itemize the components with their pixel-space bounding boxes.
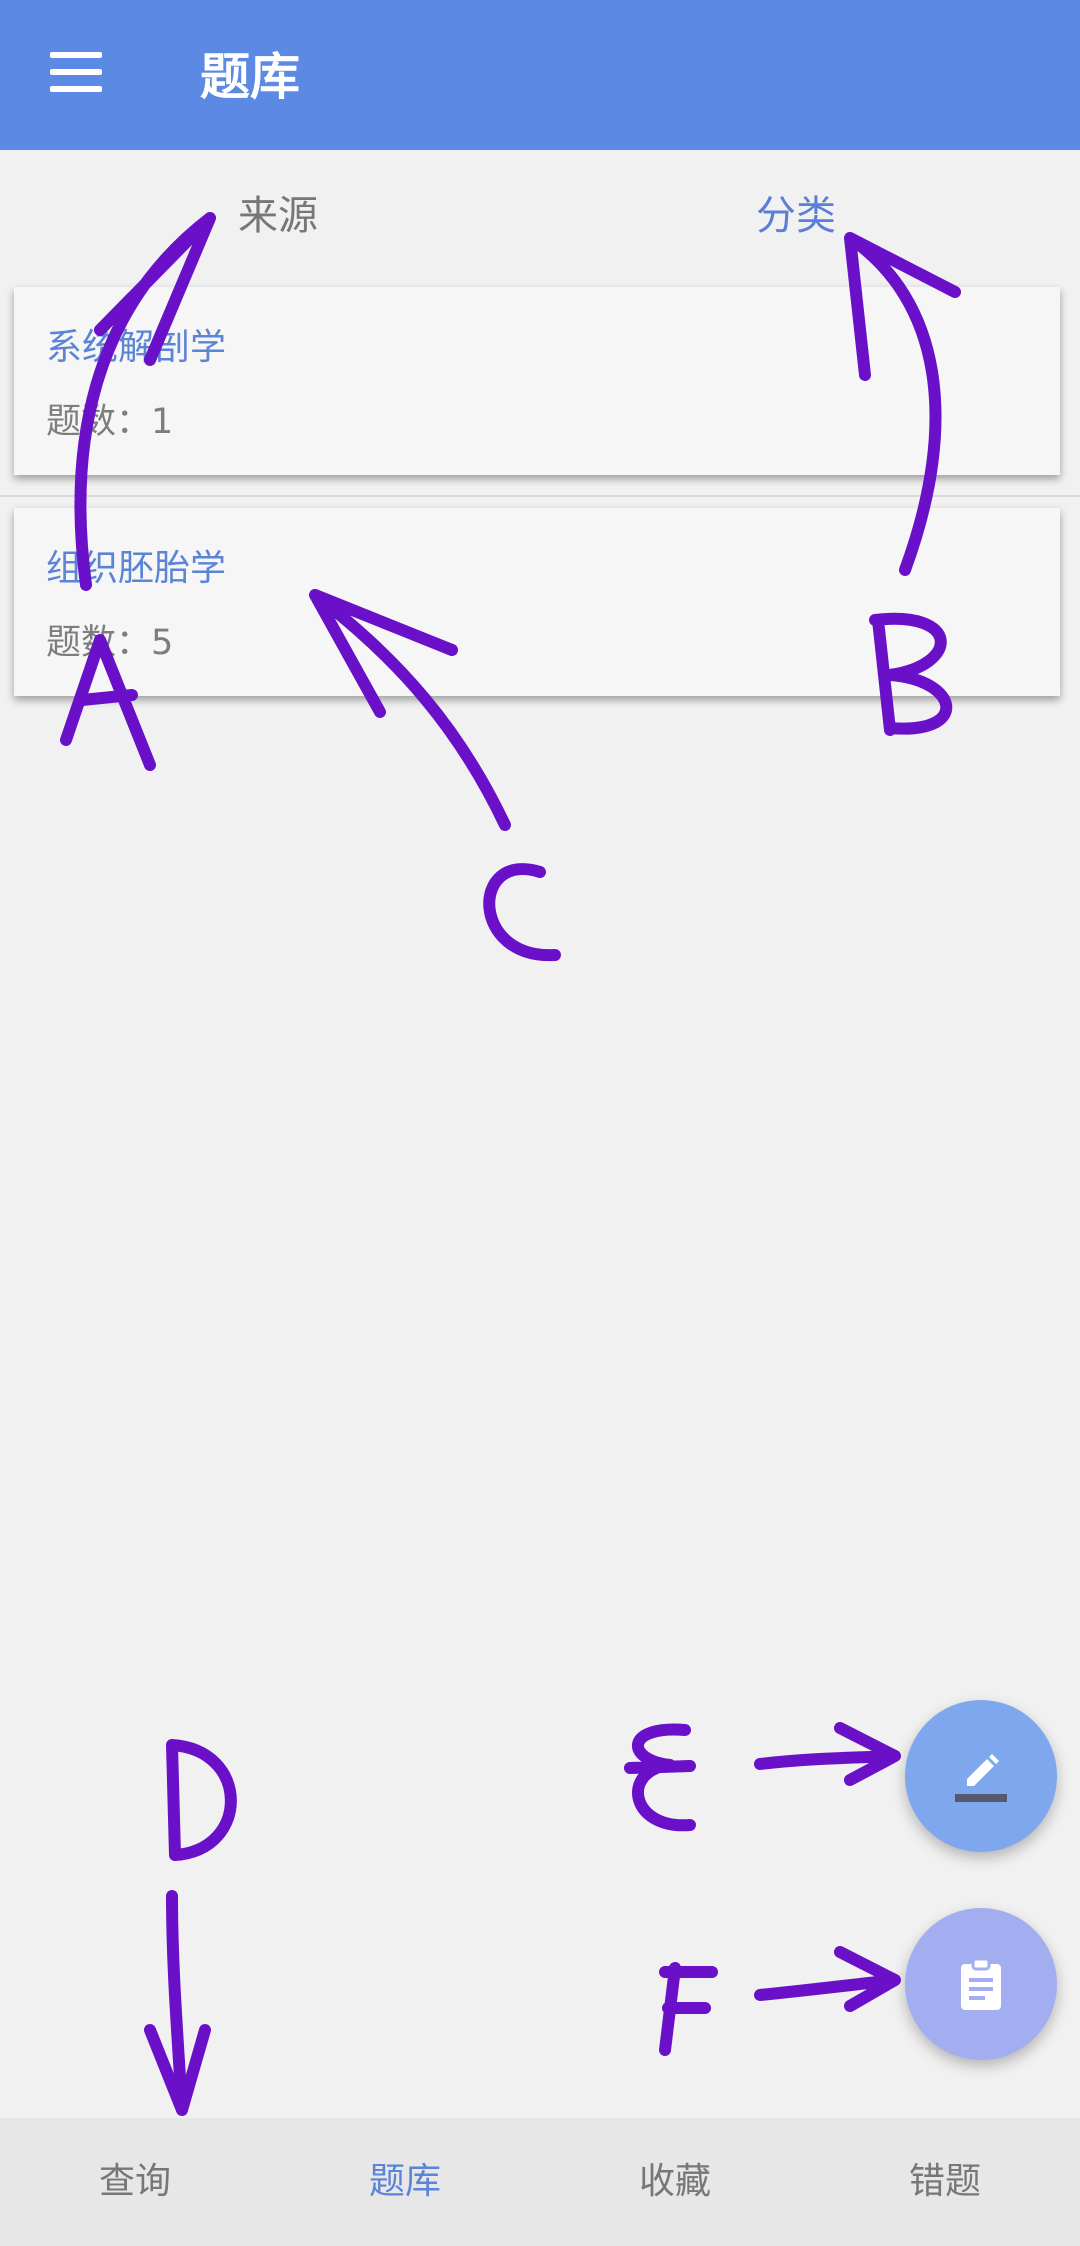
pencil-icon <box>955 1754 1007 1802</box>
card-title: 系统解剖学 <box>46 327 227 368</box>
question-bank-card[interactable]: 组织胚胎学 题数：5 <box>14 508 1060 696</box>
nav-item-question-bank[interactable]: 题库 <box>368 2161 441 2202</box>
page-title: 题库 <box>200 48 300 106</box>
card-question-count: 题数：5 <box>46 623 174 663</box>
hamburger-menu-icon[interactable] <box>50 52 104 92</box>
card-question-count: 题数：1 <box>46 402 174 442</box>
annotation-letter-f <box>659 1962 718 2056</box>
bottom-navigation: 查询 题库 收藏 错题 <box>0 2118 1080 2246</box>
clipboard-fab-button[interactable] <box>905 1908 1057 2060</box>
filter-bar: 来源 分类 <box>0 150 1080 280</box>
clipboard-icon <box>961 1957 1001 2010</box>
annotation-arrow-f <box>754 1946 901 2012</box>
category-filter[interactable]: 分类 <box>756 193 836 239</box>
source-filter[interactable]: 来源 <box>238 193 318 239</box>
nav-item-query[interactable]: 查询 <box>98 2161 171 2202</box>
nav-item-wrong-questions[interactable]: 错题 <box>908 2161 981 2202</box>
annotation-letter-e <box>624 1723 696 1832</box>
divider <box>0 495 1080 497</box>
annotation-letter-d <box>166 1739 237 1861</box>
question-bank-card[interactable]: 系统解剖学 题数：1 <box>14 287 1060 475</box>
annotation-letter-c <box>483 863 561 962</box>
nav-item-favorites[interactable]: 收藏 <box>638 2161 711 2202</box>
app-bar: 题库 <box>0 0 1080 150</box>
annotation-arrow-d <box>144 1890 211 2116</box>
annotation-arrow-e <box>754 1722 901 1786</box>
edit-fab-button[interactable] <box>905 1700 1057 1852</box>
card-title: 组织胚胎学 <box>46 548 227 589</box>
